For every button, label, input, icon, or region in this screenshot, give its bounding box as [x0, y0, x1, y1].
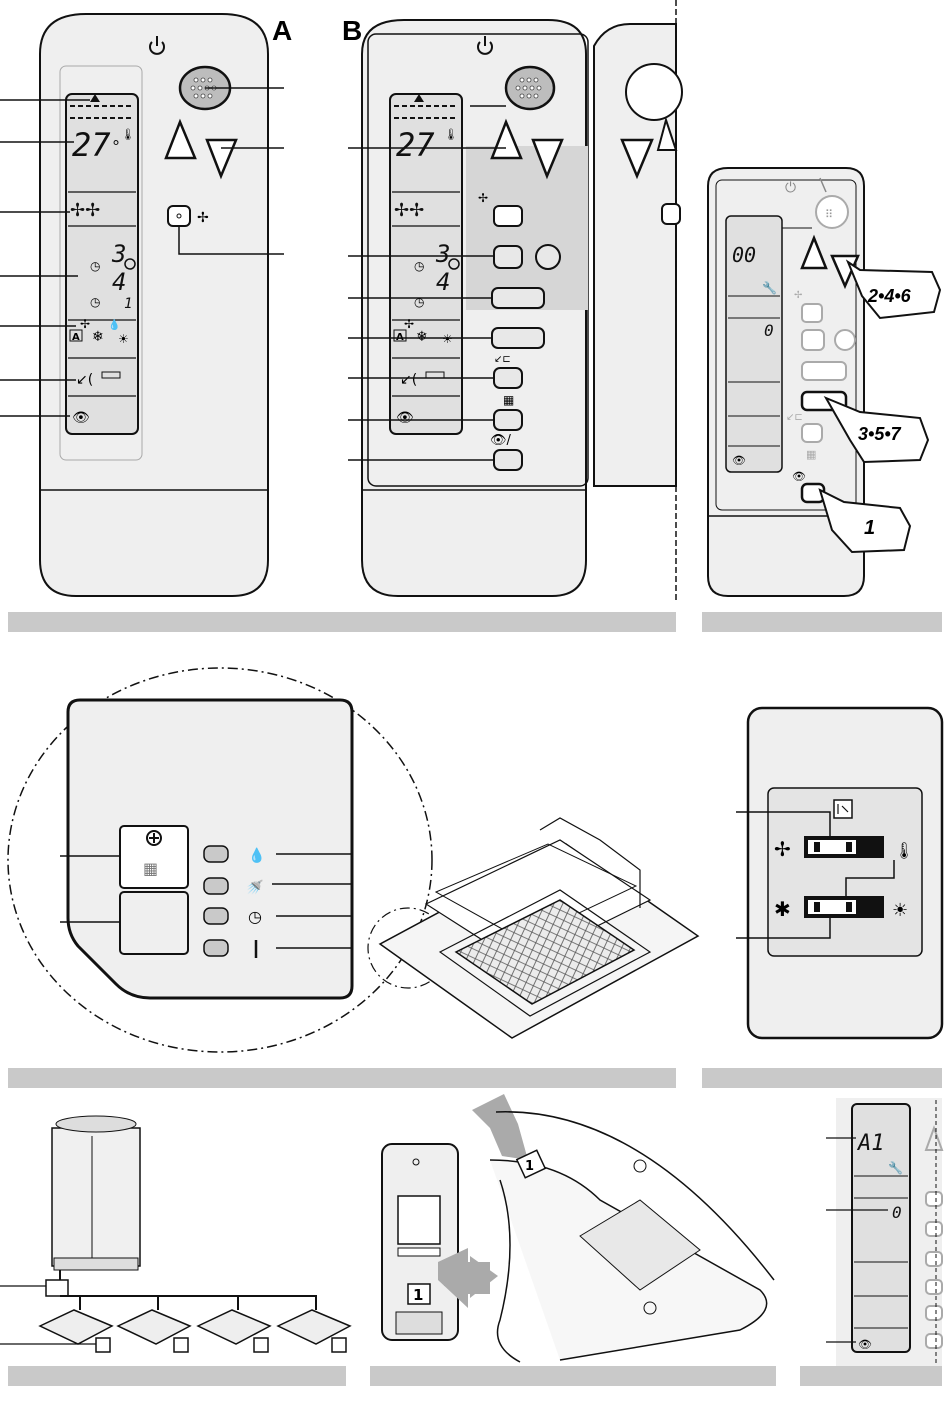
- power-icon: ⏻: [785, 180, 796, 196]
- display-temperature: 27: [396, 126, 435, 164]
- swing-icon: ↙⊏: [494, 354, 511, 365]
- svg-text:✢: ✢: [794, 290, 802, 301]
- timer-on-digit: 3: [111, 240, 126, 268]
- snowflake-icon: ❄: [416, 329, 428, 345]
- thermometer-icon: 🌡: [444, 128, 458, 141]
- mode-button[interactable]: [492, 328, 544, 348]
- figure-label-b: B: [342, 15, 362, 46]
- step-label-1: 1: [864, 517, 875, 539]
- swing-icon: ↙(: [400, 372, 417, 388]
- side-display-digit: 0: [764, 321, 774, 340]
- filter-button[interactable]: [494, 410, 522, 430]
- cassette-unit: [368, 818, 698, 1038]
- thermometer-icon: 🌡: [121, 128, 135, 141]
- wrench-icon: 🔧: [888, 1160, 903, 1175]
- clock-icon: ◷: [90, 259, 101, 273]
- step-label-246: 2•4•6: [867, 286, 912, 306]
- filter-icon: 🚿: [246, 879, 263, 896]
- clock-icon: ◷: [248, 907, 262, 926]
- indicator-lamp-filter: [204, 878, 228, 894]
- sun-icon: ☀: [892, 900, 908, 921]
- clock-icon: ◷: [414, 259, 425, 273]
- sun-icon: ☀: [442, 332, 453, 346]
- branch-box: [46, 1280, 68, 1296]
- panel-number: 1: [525, 1159, 534, 1174]
- slot-number: 1: [413, 1286, 423, 1304]
- system-diagram: [0, 1116, 350, 1352]
- fan-icon: ✢: [80, 317, 90, 331]
- svg-text:▦: ▦: [806, 448, 816, 461]
- degree-sign: °: [112, 137, 120, 156]
- sensor-button[interactable]: [494, 450, 522, 470]
- water-drop-icon: 💧: [108, 318, 120, 331]
- fan-icon: ✢: [404, 317, 414, 331]
- snowflake-icon: ✱: [774, 897, 791, 921]
- eye-icon: 👁/: [490, 433, 512, 448]
- remote-procedure: ⏻ ⠿ 00 🔧 0 👁 ✢ ↙⊏ ▦ 👁 2•4•6: [708, 168, 940, 596]
- fan-icon: ✢: [774, 837, 791, 861]
- timer-cancel-button[interactable]: [536, 245, 560, 269]
- indicator-lamp-operation: [204, 846, 228, 862]
- timer-off-button[interactable]: [492, 288, 544, 308]
- eye-icon: 👁: [732, 454, 746, 467]
- indicator-lamp-timer: [204, 908, 228, 924]
- error-digit: 0: [892, 1203, 902, 1222]
- sun-icon: ☀: [118, 332, 129, 346]
- svg-text:▦: ▦: [143, 859, 158, 878]
- swing-button[interactable]: [494, 368, 522, 388]
- fan-speed-display: ✢✢: [394, 200, 424, 221]
- timer-off-digit: 4: [436, 268, 450, 296]
- indicator-lamp-power: [204, 940, 228, 956]
- eye-icon: 👁: [792, 470, 806, 483]
- fan-speed-button[interactable]: [494, 206, 522, 226]
- timer-on-digit: 3: [435, 240, 450, 268]
- figure-label-a: A: [272, 15, 292, 46]
- eye-icon: 👁: [72, 410, 90, 426]
- indoor-cassettes: [40, 1310, 350, 1344]
- fan-icon: ✢: [478, 191, 488, 205]
- eye-icon: 👁: [858, 1338, 872, 1351]
- clock-icon: ◷: [414, 295, 425, 309]
- remote-b: ✢ ↙⊏ ▦ 👁/ 27 🌡 ✢✢ 3 ◷ 4 ◷ ✢ A ❄ ☀ ↙(: [342, 0, 682, 600]
- remote-a: ✢ 27 ° 🌡 ✢✢ 3 ◷ 4 ◷ 1 ✢ A ❄ 💧 ☀ ↙( 👁: [0, 14, 292, 596]
- grid-icon: ▦: [503, 393, 514, 407]
- svg-text:⠿: ⠿: [825, 208, 833, 221]
- step-label-357: 3•5•7: [858, 424, 902, 444]
- fan-speed-display: ✢✢: [70, 200, 100, 221]
- error-display: A1 🔧 0 👁: [826, 1098, 942, 1366]
- svg-text:↙⊏: ↙⊏: [786, 412, 803, 423]
- clock-icon: ◷: [90, 295, 101, 309]
- fan-speed-button[interactable]: [168, 206, 190, 226]
- fan-icon: ✢: [197, 210, 209, 226]
- address-setting: 1 1: [382, 1094, 774, 1362]
- water-drop-icon: 💧: [248, 847, 265, 864]
- side-display-code: 00: [732, 243, 756, 267]
- display-temperature: 27: [72, 126, 111, 164]
- timer-on-button[interactable]: [494, 246, 522, 268]
- error-code: A1: [856, 1131, 885, 1156]
- timer-tick: 1: [124, 296, 132, 312]
- indoor-unit-panel: ▦ 💧 🚿 ◷: [8, 668, 432, 1052]
- thermometer-icon: 🌡: [894, 841, 914, 860]
- snowflake-icon: ❄: [92, 329, 104, 345]
- timer-off-digit: 4: [112, 268, 126, 296]
- sensor-window: [120, 892, 188, 954]
- display-mode: A: [72, 332, 80, 343]
- wrench-icon: 🔧: [762, 280, 777, 295]
- eye-icon: 👁: [396, 410, 414, 426]
- switch-panel: ✢ 🌡 ✱ ☀: [736, 708, 942, 1038]
- outdoor-unit: [52, 1128, 140, 1266]
- swing-icon: ↙(: [76, 372, 93, 388]
- down-arrow: [472, 1094, 528, 1160]
